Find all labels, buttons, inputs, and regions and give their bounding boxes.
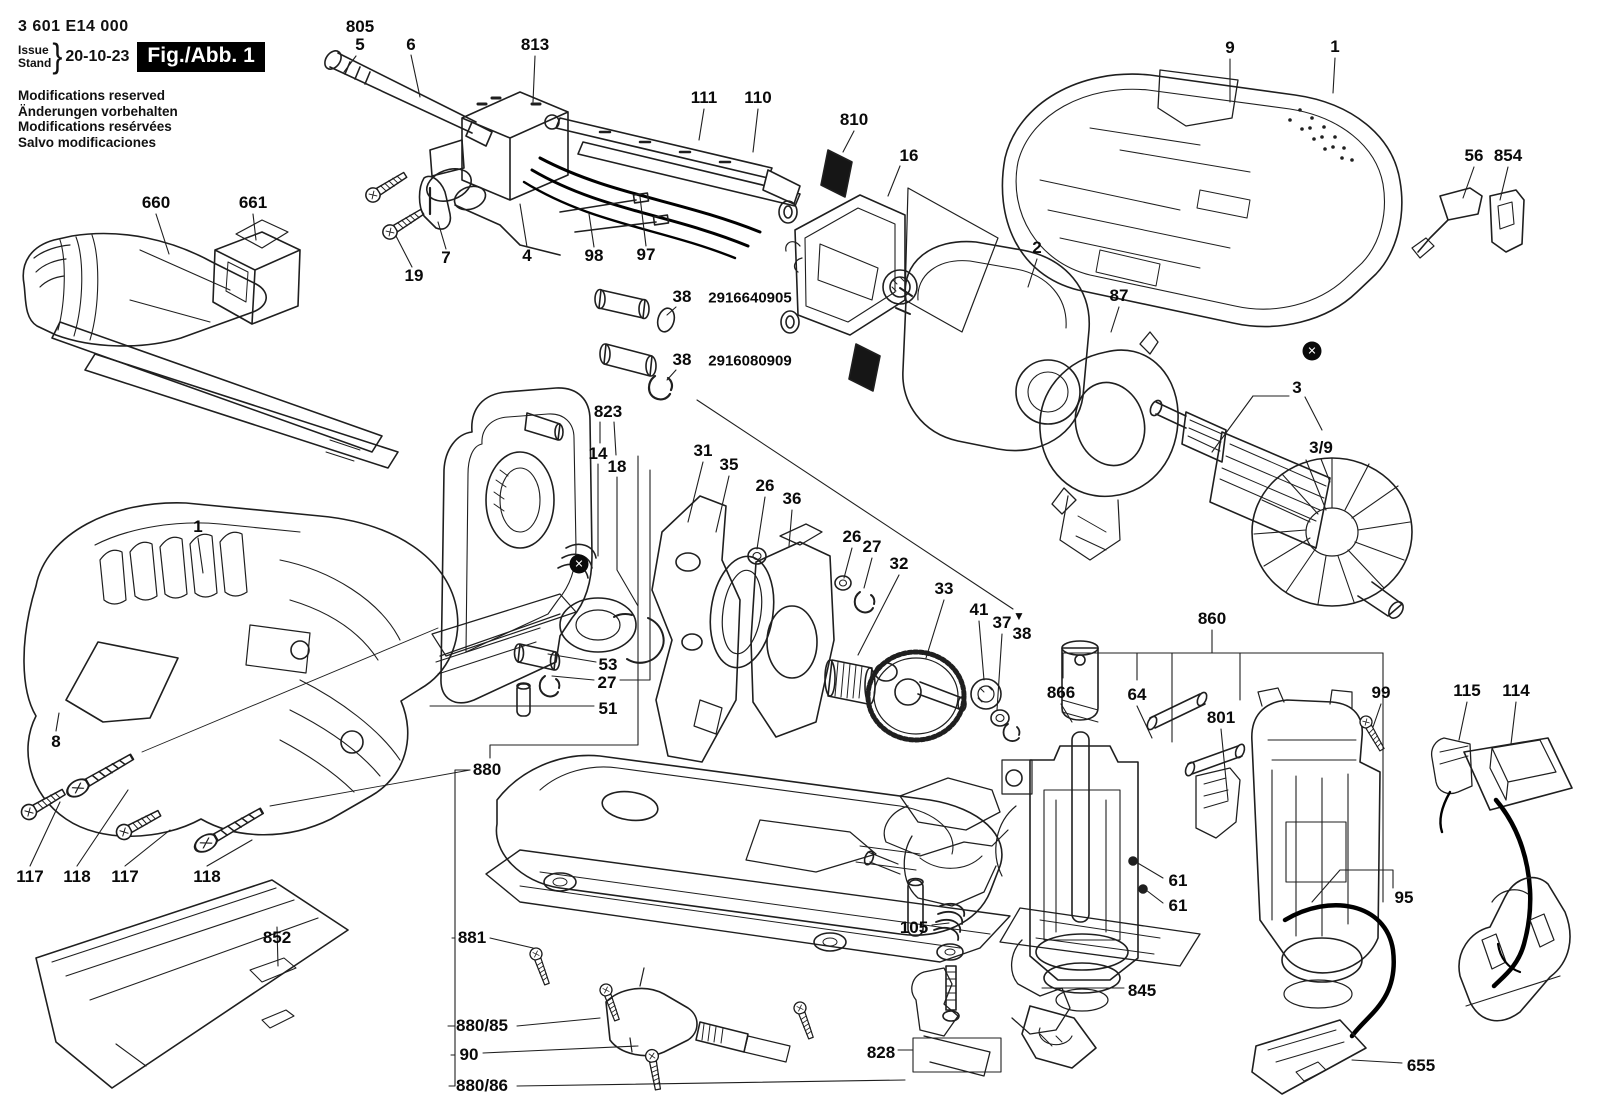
part-label-881: 881 — [457, 928, 487, 947]
figure-number-badge: Fig./Abb. 1 — [137, 42, 265, 72]
part-label-53: 53 — [598, 655, 618, 674]
part-label-118: 118 — [193, 867, 221, 886]
x-marker-icon: ✕ — [1302, 341, 1322, 361]
part-label-118: 118 — [63, 867, 91, 886]
part-label-860: 860 — [1197, 609, 1227, 628]
part-label-19: 19 — [404, 266, 424, 285]
part-label-16: 16 — [899, 146, 919, 165]
arrow-down-icon: ▼ — [1013, 609, 1025, 623]
part-label-880-85: 880/85 — [456, 1016, 508, 1035]
part-label-87: 87 — [1109, 286, 1129, 305]
part-label-2916080909: 2916080909 — [708, 352, 792, 370]
part-label-813: 813 — [520, 35, 550, 54]
issue-label-en: Issue — [18, 43, 49, 57]
part-label-64: 64 — [1127, 685, 1147, 704]
part-label-14: 14 — [588, 444, 608, 463]
part-label-866: 866 — [1046, 683, 1076, 702]
part-label-880: 880 — [472, 760, 502, 779]
modification-note-line: Modifications reserved — [18, 88, 166, 103]
part-label-2916640905: 2916640905 — [708, 289, 792, 307]
part-label-880-86: 880/86 — [456, 1076, 508, 1095]
issue-brace: } — [52, 37, 63, 76]
part-label-1: 1 — [1330, 37, 1340, 56]
part-label-801: 801 — [1206, 708, 1236, 727]
part-label-97: 97 — [636, 245, 656, 264]
part-label-110: 110 — [744, 88, 772, 107]
part-label-38: 38 — [1012, 624, 1032, 643]
part-label-99: 99 — [1371, 683, 1391, 702]
part-label-4: 4 — [522, 246, 532, 265]
part-label-828: 828 — [866, 1043, 896, 1062]
part-label-32: 32 — [889, 554, 909, 573]
part-label-852: 852 — [262, 928, 292, 947]
part-label-38: 38 — [672, 350, 692, 369]
part-label-105: 105 — [899, 918, 929, 937]
part-label-6: 6 — [406, 35, 416, 54]
part-label-61: 61 — [1168, 896, 1188, 915]
part-label-1: 1 — [193, 517, 203, 536]
part-label-655: 655 — [1406, 1056, 1436, 1075]
part-label-805: 805 — [345, 17, 375, 36]
part-label-115: 115 — [1453, 681, 1481, 700]
modification-note-line: Änderungen vorbehalten — [18, 103, 178, 119]
part-label-8: 8 — [51, 732, 61, 751]
part-label-38: 38 — [672, 287, 692, 306]
part-label-33: 33 — [934, 579, 954, 598]
part-label-9: 9 — [1225, 38, 1235, 57]
part-label-823: 823 — [593, 402, 623, 421]
part-label-854: 854 — [1493, 146, 1523, 165]
part-label-51: 51 — [598, 699, 618, 718]
part-label-117: 117 — [16, 867, 44, 886]
part-label-111: 111 — [690, 88, 718, 107]
part-label-31: 31 — [693, 441, 713, 460]
part-label-3: 3 — [1292, 378, 1302, 397]
part-label-3-9: 3/9 — [1309, 438, 1333, 457]
part-label-35: 35 — [719, 455, 739, 474]
issue-date: 20-10-23 — [65, 48, 130, 65]
modification-note-line: Modifications resérvées — [18, 119, 172, 134]
part-label-27: 27 — [597, 673, 617, 692]
part-label-117: 117 — [111, 867, 139, 886]
part-label-661: 661 — [238, 193, 268, 212]
part-label-26: 26 — [755, 476, 775, 495]
part-label-845: 845 — [1127, 981, 1157, 1000]
title-block: 3 601 E14 000 Issue Stand } 20-10-23 Fig… — [18, 18, 318, 150]
part-label-2: 2 — [1032, 238, 1042, 257]
part-label-98: 98 — [584, 246, 604, 265]
part-label-27: 27 — [862, 537, 882, 556]
part-label-810: 810 — [839, 110, 869, 129]
part-label-56: 56 — [1464, 146, 1484, 165]
part-label-5: 5 — [355, 35, 365, 54]
part-label-37: 37 — [992, 613, 1012, 632]
part-label-61: 61 — [1168, 871, 1188, 890]
part-label-36: 36 — [782, 489, 802, 508]
part-label-95: 95 — [1394, 888, 1414, 907]
part-label-7: 7 — [441, 248, 451, 267]
part-label-26: 26 — [842, 527, 862, 546]
x-marker-icon: ✕ — [569, 554, 589, 574]
part-label-18: 18 — [607, 457, 627, 476]
issue-label-de: Stand — [18, 56, 52, 70]
part-label-114: 114 — [1502, 681, 1530, 700]
modification-note-line: Salvo modificaciones — [18, 134, 157, 150]
part-label-90: 90 — [459, 1045, 479, 1064]
part-label-660: 660 — [141, 193, 171, 212]
type-number: 3 601 E14 000 — [18, 18, 129, 35]
part-label-41: 41 — [969, 600, 989, 619]
